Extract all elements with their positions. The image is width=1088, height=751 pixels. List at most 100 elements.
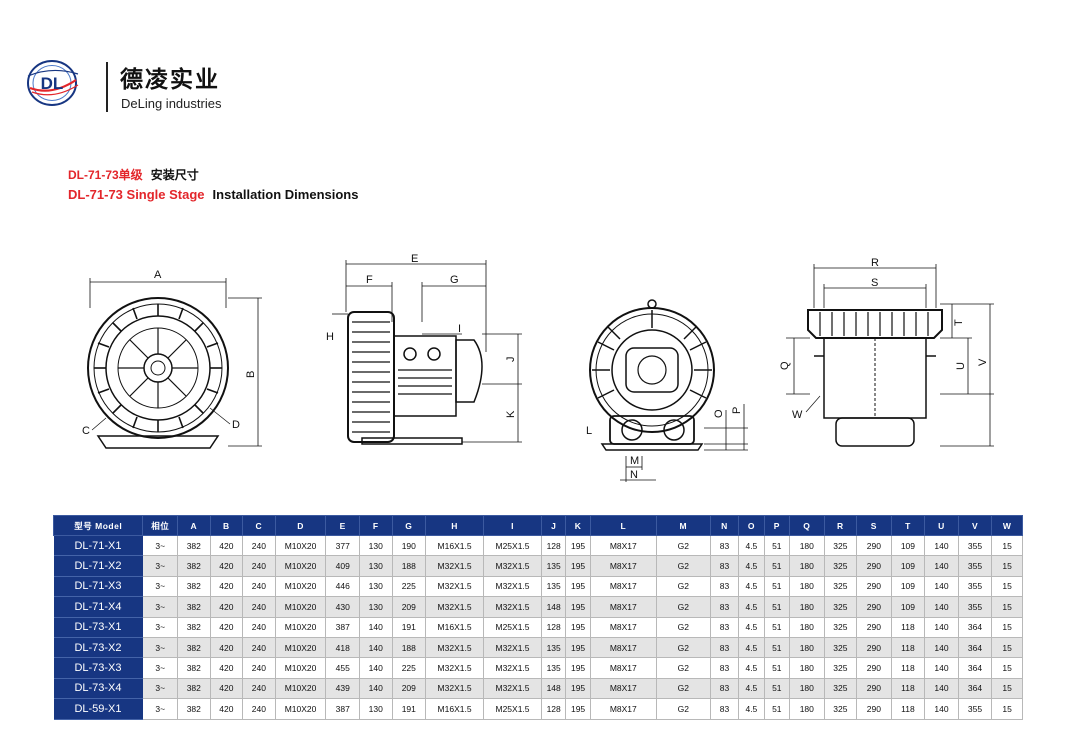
table-cell: 382 <box>177 617 211 638</box>
table-cell: 4.5 <box>738 657 765 679</box>
table-cell: 387 <box>325 698 360 720</box>
table-cell: G2 <box>656 678 711 700</box>
table-cell: 420 <box>210 596 244 618</box>
dim-label-s: S <box>871 277 878 289</box>
title-cn-desc: 安装尺寸 <box>150 168 199 182</box>
table-cell: 420 <box>210 555 244 577</box>
header-dim-q: Q <box>789 515 825 536</box>
table-cell: 439 <box>325 678 360 700</box>
table-cell: 290 <box>856 678 892 700</box>
title-en-model: DL-71-73 Single Stage <box>68 187 205 202</box>
table-cell: M32X1.5 <box>425 637 485 659</box>
table-cell: 15 <box>991 657 1023 679</box>
header-dim-i: I <box>483 515 542 536</box>
table-cell: M8X17 <box>590 535 657 557</box>
table-cell: 3~ <box>142 617 179 638</box>
table-cell: 83 <box>710 576 740 598</box>
logo-divider <box>106 62 108 112</box>
table-cell: 3~ <box>142 698 179 720</box>
dim-label-j: J <box>505 357 517 363</box>
table-cell: 140 <box>924 657 959 679</box>
table-cell: 430 <box>325 596 360 618</box>
table-cell: 191 <box>392 617 427 638</box>
table-cell: M25X1.5 <box>483 535 542 557</box>
table-cell: 382 <box>177 657 211 679</box>
table-cell: M10X20 <box>275 617 327 638</box>
table-cell: 130 <box>359 555 393 577</box>
table-cell: 4.5 <box>738 617 765 638</box>
table-cell: M10X20 <box>275 535 327 557</box>
table-cell: 135 <box>541 637 567 659</box>
table-cell: G2 <box>656 617 711 638</box>
table-cell: 4.5 <box>738 637 765 659</box>
company-name-en: DeLing industries <box>121 96 222 111</box>
table-cell: 3~ <box>142 637 179 659</box>
logo-emblem-icon: DL <box>27 60 79 106</box>
table-cell: 195 <box>565 555 591 577</box>
table-cell: 418 <box>325 637 360 659</box>
model-cell: DL-73-X4 <box>53 678 144 700</box>
table-cell: 382 <box>177 535 211 557</box>
header-model: 型号 Model <box>52 515 144 536</box>
header-dim-e: E <box>325 515 360 536</box>
table-cell: M32X1.5 <box>483 555 542 577</box>
header-dim-h: H <box>425 515 485 536</box>
table-cell: 420 <box>210 617 244 638</box>
header-dim-r: R <box>823 515 858 536</box>
table-cell: 180 <box>789 555 825 577</box>
table-cell: 355 <box>958 596 993 618</box>
table-cell: 180 <box>789 576 825 598</box>
table-cell: 355 <box>958 535 993 557</box>
table-cell: M8X17 <box>590 657 657 679</box>
table-cell: 83 <box>710 596 740 618</box>
table-cell: 15 <box>991 617 1023 638</box>
table-cell: 51 <box>764 637 791 659</box>
table-cell: 325 <box>824 555 858 577</box>
dim-label-o: O <box>713 409 725 418</box>
table-cell: 140 <box>924 576 959 598</box>
header-dim-g: G <box>391 515 427 536</box>
dim-label-t: T <box>953 319 965 326</box>
table-cell: 290 <box>856 555 892 577</box>
table-cell: 83 <box>710 698 740 720</box>
table-cell: 83 <box>710 535 740 557</box>
table-cell: 240 <box>242 637 276 659</box>
table-cell: 195 <box>565 535 591 557</box>
dim-label-n: N <box>630 469 638 481</box>
table-cell: 140 <box>924 678 959 700</box>
table-cell: M8X17 <box>590 698 657 720</box>
table-cell: 51 <box>764 657 791 679</box>
table-cell: 195 <box>565 678 591 700</box>
table-cell: 180 <box>789 596 825 618</box>
table-cell: 290 <box>856 535 892 557</box>
table-cell: 195 <box>565 576 591 598</box>
table-cell: 240 <box>242 555 276 577</box>
header-dim-m: M <box>655 515 711 536</box>
table-cell: 325 <box>824 535 858 557</box>
table-cell: M32X1.5 <box>483 637 542 659</box>
table-cell: 15 <box>991 637 1023 659</box>
table-cell: 109 <box>891 596 926 618</box>
front-view-drawing: A B C D <box>78 268 278 468</box>
company-name-cn: 德凌实业 <box>120 67 220 93</box>
table-cell: 3~ <box>142 657 179 679</box>
header-dim-t: T <box>890 515 926 536</box>
header-dim-s: S <box>856 515 892 536</box>
table-cell: 290 <box>856 698 892 720</box>
table-cell: M10X20 <box>275 555 327 577</box>
table-cell: 209 <box>392 678 427 700</box>
table-cell: 118 <box>891 678 926 700</box>
dim-label-m: M <box>630 455 639 467</box>
header-dim-a: A <box>177 515 211 536</box>
table-cell: M16X1.5 <box>425 617 485 638</box>
header-dim-v: V <box>957 515 993 536</box>
table-cell: 135 <box>541 555 567 577</box>
table-cell: 195 <box>565 596 591 618</box>
table-cell: 135 <box>541 576 567 598</box>
table-cell: G2 <box>656 576 711 598</box>
